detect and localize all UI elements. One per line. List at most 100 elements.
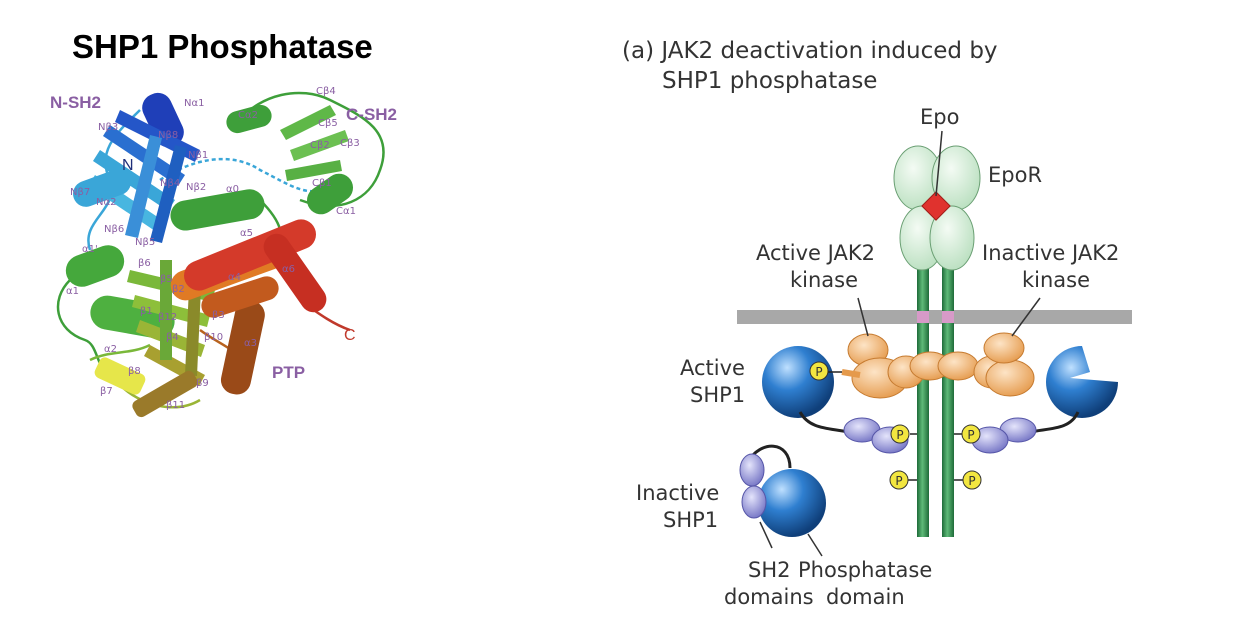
inactive-jak2-label-1: Inactive JAK2 [982,241,1119,265]
helix-alpha1 [65,245,125,287]
sh2-label-2: domains [724,585,814,609]
n-sh2-label: N-SH2 [50,93,101,112]
active-shp1-right [1046,346,1118,418]
structure-label: Nβ6 [104,224,124,235]
structure-labels: Nα1 Nβ8 Nβ1 Nβ3 Nβ4 Nβ2 Nβ7 Nα2 Nβ5 Nβ6 … [66,86,360,411]
inactive-shp1-label-1: Inactive [636,481,719,505]
structure-label: Nβ7 [70,187,90,198]
structure-label: Nβ1 [188,150,208,161]
epor-extracellular [893,145,981,271]
structure-label: α1 [66,286,79,297]
phospho-label: P [967,428,974,442]
ptp-label: PTP [272,363,305,382]
active-jak2-label-2: kinase [790,268,858,292]
active-shp1-label-1: Active [680,356,745,380]
structure-label: Nα1 [184,98,204,109]
phospho-label: P [896,428,903,442]
structure-label: Nβ8 [158,130,178,141]
structure-label: β1 [140,306,153,317]
sh2-leader [759,521,773,549]
structure-label: α5 [240,228,253,239]
structure-label: Cα2 [238,110,258,121]
inactive-jak2-label-2: kinase [1022,268,1090,292]
phosphatase-label-2: domain [826,585,905,609]
sh2-domains-left [843,417,909,454]
strand-beta11 [132,370,198,418]
c-sh2-label: C-SH2 [346,105,397,124]
structure-label: α2 [104,344,117,355]
structure-label: β9 [196,378,209,389]
structure-label: α3 [244,338,257,349]
structure-label: Cβ2 [310,140,330,151]
structure-label: Cβ3 [340,138,360,149]
helix-alpha0 [170,189,265,231]
structure-label: Cβ4 [316,86,336,97]
structure-label: α0 [226,184,239,195]
structure-label: Nβ5 [135,237,155,248]
structure-label: β11 [166,400,185,411]
structure-label: Nα2 [96,197,116,208]
phospho-label: P [968,474,975,488]
inactive-shp1-sh2 [739,453,767,519]
inactive-shp1-label-2: SHP1 [663,508,718,532]
n-terminus-label: N [122,157,134,174]
protein-structure: Nα1 Nβ8 Nβ1 Nβ3 Nβ4 Nβ2 Nβ7 Nα2 Nβ5 Nβ6 … [50,86,397,418]
structure-label: β12 [158,312,177,323]
active-shp1-left [762,346,834,418]
page-title: SHP1 Phosphatase [72,28,373,65]
jak2-active-contact [841,369,861,378]
structure-label: β2 [172,284,185,295]
epo-leader [935,130,943,197]
helix-alpha3-prime [201,276,279,318]
structure-label: α4 [228,272,241,283]
caption-line-2: SHP1 phosphatase [662,68,878,94]
cell-membrane [737,310,1132,324]
structure-label: β7 [100,386,113,397]
structure-label: β4 [166,332,179,343]
sh2-label-1: SH2 [748,558,790,582]
helix-alpha3 [220,300,265,395]
active-jak2-label-1: Active JAK2 [756,241,875,265]
figure-caption: (a) JAK2 deactivation induced by SHP1 ph… [622,36,998,96]
structure-label: Nβ3 [98,122,118,133]
structure-label: Nβ4 [160,178,180,189]
epor-stalk-right [942,262,954,537]
inactive-jak2-leader [1011,297,1041,337]
strand-beta8 [94,357,146,395]
helix-alpha6 [263,233,327,313]
epor-tm-left [917,311,929,323]
c-terminus-label: C [344,327,356,344]
structure-label: Cβ5 [318,118,338,129]
jak2-cluster [847,332,1035,399]
structure-label: Cα1 [336,206,356,217]
sh2-domains-right [971,417,1037,454]
epor-tm-right [942,311,954,323]
active-jak2-leader [857,297,869,337]
structure-label: α6 [282,264,295,275]
helix-n-alpha1 [142,92,184,148]
structure-label: α1' [82,244,98,255]
signaling-diagram: Epo EpoR Active JAK2 kinase Inactive JAK… [636,105,1132,609]
structure-label: β8 [128,366,141,377]
phospho-label: P [895,474,902,488]
phosphatase-leader [807,533,823,557]
structure-label: β3 [212,310,225,321]
epor-label: EpoR [988,163,1042,187]
epo-label: Epo [920,105,959,129]
structure-label: β5 [160,274,173,285]
inactive-shp1-phosphatase [758,469,826,537]
structure-label: Nβ2 [186,182,206,193]
structure-label: Cβ1 [312,178,332,189]
phospho-sites: P P P P P [809,361,982,490]
structure-label: β10 [204,332,223,343]
phospho-label: P [815,365,822,379]
shp1-linker-left [798,411,849,434]
epo-ligand [921,191,951,221]
caption-line-1: (a) JAK2 deactivation induced by [622,38,998,64]
c-sh2-domain [226,104,354,215]
epor-stalk-left [917,262,929,537]
structure-label: β6 [138,258,151,269]
helix-n-alpha2 [73,169,131,207]
active-shp1-label-2: SHP1 [690,383,745,407]
